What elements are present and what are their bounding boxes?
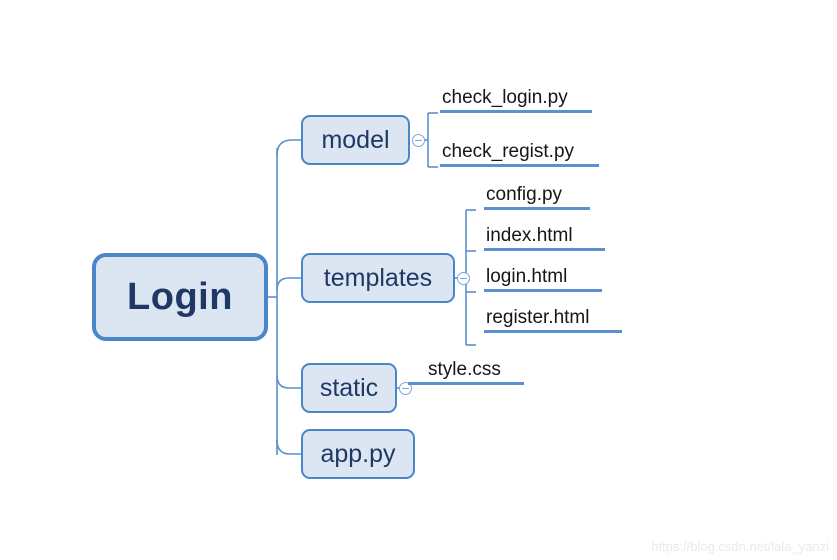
root-node-label: Login (127, 275, 233, 318)
mindmap-node-app-py[interactable]: app.py (301, 429, 415, 479)
leaf-item-style-css[interactable]: style.css (408, 360, 524, 385)
leaf-item-check-login[interactable]: check_login.py (440, 88, 592, 113)
watermark-text: https://blog.csdn.net/lala_yanzi (651, 539, 829, 554)
node-label-model: model (321, 125, 390, 154)
leaf-item-register-html[interactable]: register.html (484, 308, 622, 333)
connector-to-static (276, 374, 301, 389)
leaf-item-config-py[interactable]: config.py (484, 185, 590, 210)
node-label-templates: templates (323, 263, 433, 292)
leaf-label-config-py: config.py (486, 184, 563, 205)
leaf-item-index-html[interactable]: index.html (484, 226, 605, 251)
leaf-item-check-regist[interactable]: check_regist.py (440, 142, 599, 167)
collapse-minus-icon-static[interactable] (399, 382, 412, 395)
leaf-underline (408, 382, 524, 385)
connector-to-apppy (276, 439, 301, 455)
leaf-label-login-html: login.html (486, 266, 568, 287)
leaf-label-style-css: style.css (428, 359, 501, 380)
leaf-item-login-html[interactable]: login.html (484, 267, 602, 292)
leaf-underline (440, 110, 592, 113)
node-label-static: static (319, 373, 379, 402)
mindmap-node-static[interactable]: static (301, 363, 397, 413)
leaf-label-index-html: index.html (486, 225, 573, 246)
leaf-underline (440, 164, 599, 167)
leaf-label-check-regist: check_regist.py (442, 141, 575, 162)
mindmap-root-node[interactable]: Login (92, 253, 268, 341)
node-label-app-py: app.py (320, 439, 396, 468)
leaf-underline (484, 248, 605, 251)
collapse-minus-icon-model[interactable] (412, 134, 425, 147)
leaf-label-register-html: register.html (486, 307, 590, 328)
leaf-label-check-login: check_login.py (442, 87, 568, 108)
mindmap-node-templates[interactable]: templates (301, 253, 455, 303)
leaf-underline (484, 330, 622, 333)
collapse-minus-icon-templates[interactable] (457, 272, 470, 285)
leaf-underline (484, 289, 602, 292)
connector-to-model (276, 139, 301, 156)
leaf-underline (484, 207, 590, 210)
connector-to-templates (276, 277, 301, 291)
mindmap-node-model[interactable]: model (301, 115, 410, 165)
